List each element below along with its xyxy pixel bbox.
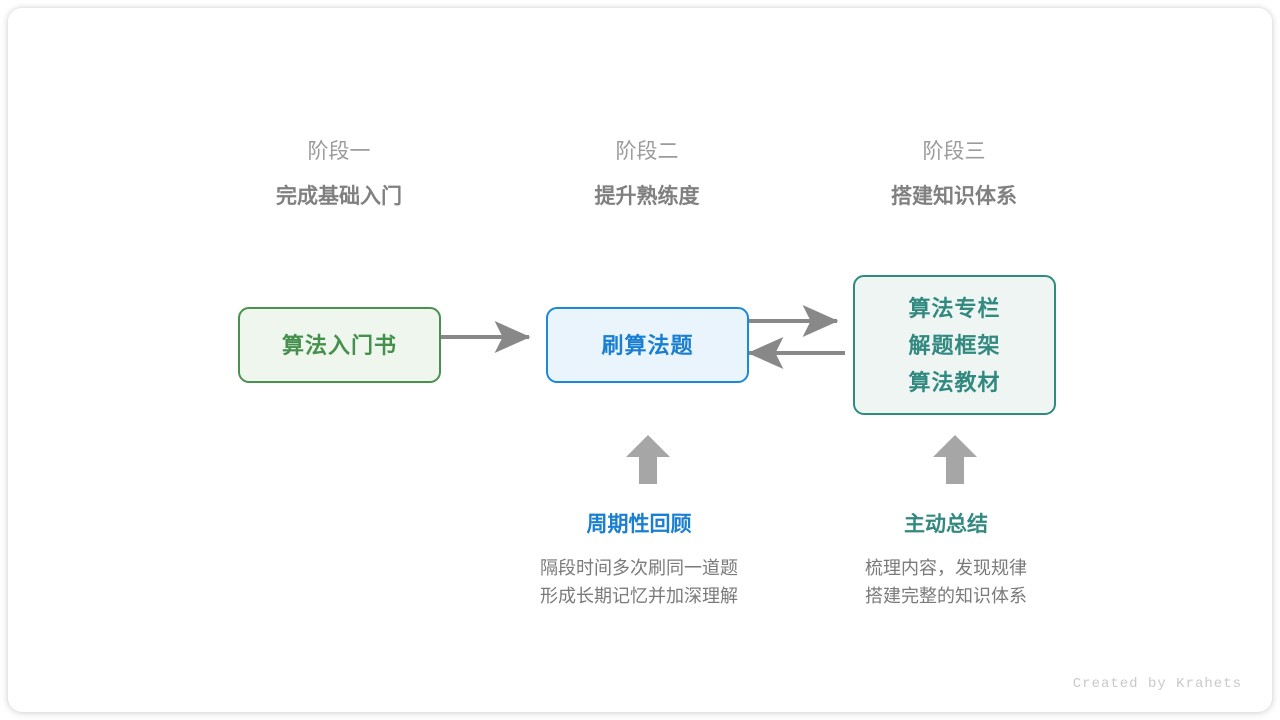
node-label: 算法入门书	[281, 332, 397, 358]
node-label: 算法教材	[908, 369, 1001, 395]
stage-header-1: 阶段一 完成基础入门	[209, 137, 469, 213]
node-label: 刷算法题	[601, 332, 694, 358]
stage-subtitle: 阶段一	[307, 140, 371, 163]
stage-subtitle: 阶段三	[922, 140, 986, 163]
arrow-review-up	[626, 435, 670, 484]
note-body-line: 梳理内容，发现规律	[865, 558, 1027, 578]
note-active-summary: 主动总结 梳理内容，发现规律 搭建完整的知识体系	[796, 510, 1096, 610]
node-learning-resources[interactable]: 算法专栏 解题框架 算法教材	[853, 275, 1056, 415]
connector-layer	[433, 305, 977, 484]
diagram-canvas: 阶段一 完成基础入门 阶段二 提升熟练度 阶段三 搭建知识体系	[8, 8, 1272, 712]
stage-subtitle: 阶段二	[615, 140, 679, 163]
stage-header-2: 阶段二 提升熟练度	[517, 137, 777, 213]
note-body-line: 隔段时间多次刷同一道题	[540, 558, 738, 578]
note-body-line: 形成长期记忆并加深理解	[540, 586, 738, 606]
stage-title: 完成基础入门	[276, 185, 402, 208]
arrow-summary-up	[933, 435, 977, 484]
node-label: 解题框架	[908, 332, 1001, 358]
node-practice-problems[interactable]: 刷算法题	[546, 307, 749, 383]
node-label: 算法专栏	[908, 295, 1001, 321]
credit-text: Created by Krahets	[1072, 676, 1242, 692]
note-periodic-review: 周期性回顾 隔段时间多次刷同一道题 形成长期记忆并加深理解	[489, 510, 789, 610]
node-algorithm-intro-book[interactable]: 算法入门书	[238, 307, 441, 383]
stage-header-3: 阶段三 搭建知识体系	[824, 137, 1084, 213]
note-title: 周期性回顾	[586, 513, 692, 536]
note-title: 主动总结	[904, 513, 988, 536]
stage-title: 搭建知识体系	[891, 185, 1017, 208]
note-body-line: 搭建完整的知识体系	[865, 586, 1027, 606]
stage-title: 提升熟练度	[594, 185, 700, 208]
